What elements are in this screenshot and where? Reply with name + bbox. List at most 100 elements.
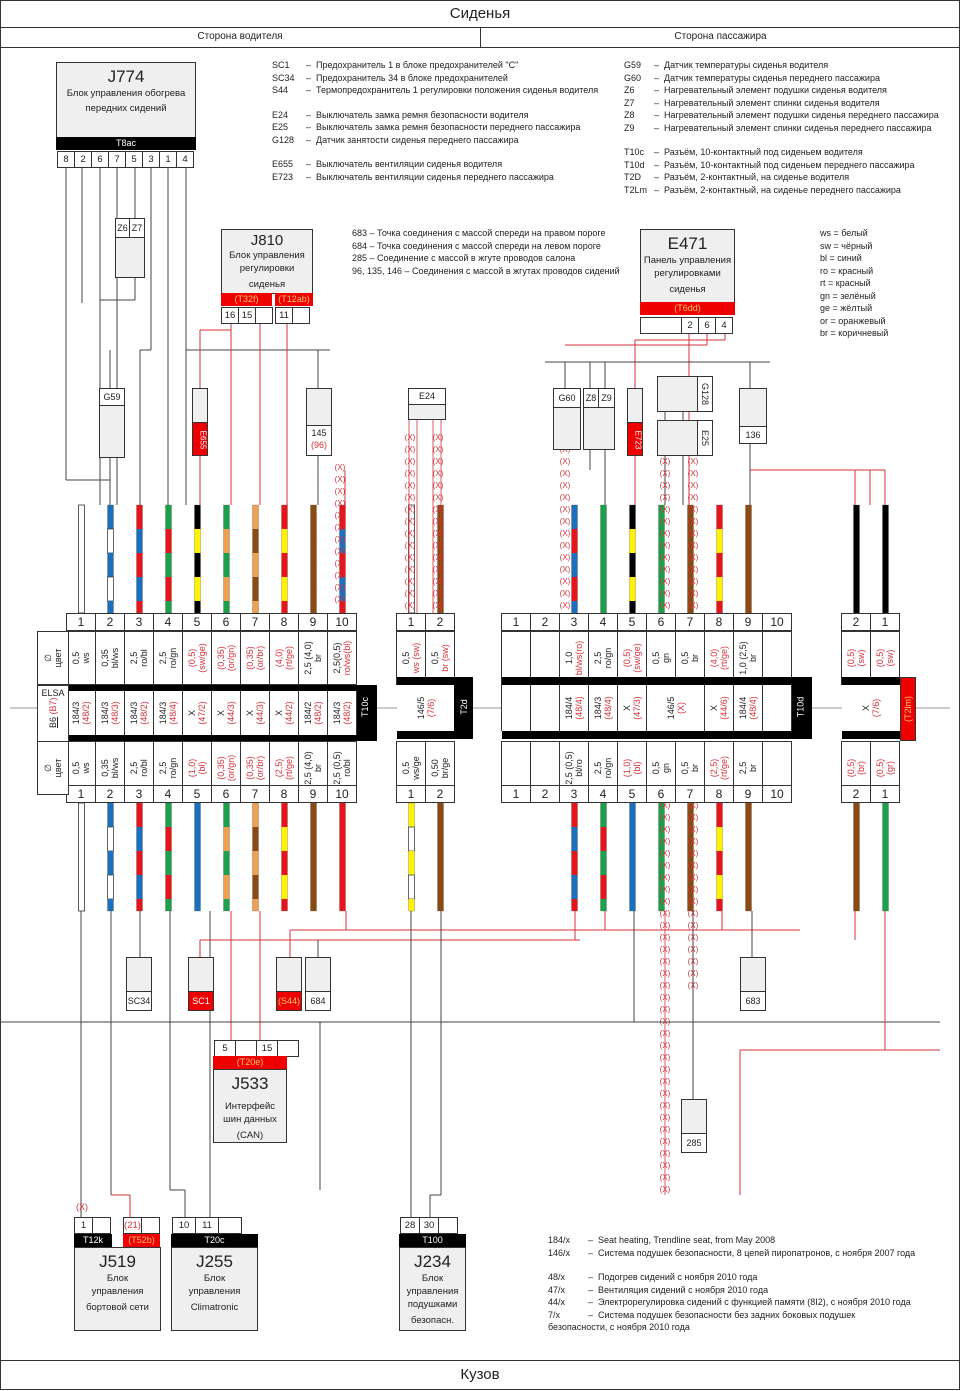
sensor-g59[interactable]: G59 <box>99 388 125 458</box>
legend-entry: 7/x– Система подушек безопасности без за… <box>548 1309 915 1322</box>
wire-spec: (4,0)(rt/ge) <box>704 631 734 685</box>
x-marker: (X) <box>560 505 571 514</box>
wire-segment <box>107 601 114 613</box>
unit-j533[interactable]: J533 Интерфейс шин данных (CAN) <box>213 1069 287 1143</box>
pin <box>92 1217 111 1234</box>
unit-j234[interactable]: J234 Блок управления подушками безопасн. <box>399 1247 466 1331</box>
unit-desc: Блок <box>203 1273 226 1284</box>
unit-desc: сиденья <box>669 284 706 295</box>
pin-number: 2 <box>530 785 560 803</box>
x-marker: (X) <box>335 559 346 568</box>
x-marker: (X) <box>560 577 571 586</box>
legend-entry: ws = белый <box>820 228 868 238</box>
x-marker: (X) <box>660 885 671 894</box>
x-marker: (X) <box>688 565 699 574</box>
wire-segment <box>437 875 444 899</box>
pin: 2 <box>74 151 92 168</box>
pin-number: 9 <box>733 785 763 803</box>
sensor-g128[interactable]: G128 <box>657 376 713 412</box>
wire-segment <box>107 528 114 554</box>
heater-z6-z7[interactable]: Z6 Z7 <box>115 218 145 278</box>
legend-entry: Z7– Нагревательный элемент спинки сидень… <box>624 97 939 110</box>
x-marker: (X) <box>405 541 416 550</box>
pin-number: 1 <box>870 785 900 803</box>
wire-segment <box>223 803 230 827</box>
legend-text: – Предохранитель 34 в блоке предохраните… <box>306 72 508 83</box>
wire-segment <box>658 803 665 827</box>
wire-segment <box>339 827 346 851</box>
t10c-label: T10c <box>360 696 371 718</box>
legend-entry: sw = чёрный <box>820 240 873 251</box>
component-label: 145 <box>311 428 327 438</box>
unit-j255[interactable]: J255 Блок управления Climatronic <box>171 1247 258 1331</box>
pin: 11 <box>275 307 293 324</box>
unit-e471[interactable]: E471 Панель управления регулировками сид… <box>640 229 735 315</box>
switch-e655[interactable]: E655 <box>192 388 208 456</box>
legend-text: – Разъём, 2-контактный, на сиденье перед… <box>654 184 901 195</box>
x-marker: (X) <box>433 481 444 490</box>
legend-text: – Датчик температуры сиденья переднего п… <box>654 72 880 83</box>
x-marker: (X) <box>688 825 699 834</box>
legend-text: – Нагревательный элемент спинки сиденья … <box>654 122 932 133</box>
pin <box>255 307 273 324</box>
wire-segment <box>194 553 201 577</box>
legend-entry: G59– Датчик температуры сиденья водителя <box>624 59 939 72</box>
pin-number: 5 <box>617 613 647 631</box>
wire-segment <box>882 827 889 851</box>
x-marker: (X) <box>560 601 571 610</box>
wire-segment <box>658 529 665 553</box>
wire-segment <box>339 803 346 827</box>
pin: 15 <box>238 307 256 324</box>
wire-segment <box>716 851 723 875</box>
switch-e25[interactable]: E25 <box>657 420 713 456</box>
wire-segment <box>223 505 230 529</box>
wire-segment <box>687 803 694 827</box>
x-marker: (X) <box>433 565 444 574</box>
unit-j519[interactable]: J519 Блок управления бортовой сети <box>74 1247 161 1331</box>
x-marker: (X) <box>560 589 571 598</box>
legend-text: – Разъём, 10-контактный под сиденьем вод… <box>654 147 863 157</box>
switch-e723[interactable]: E723 <box>627 388 643 456</box>
switch-e24[interactable]: E24 <box>408 388 446 420</box>
pin-number: 6 <box>211 613 241 631</box>
legend-entry: Z9– Нагревательный элемент спинки сидень… <box>624 122 939 135</box>
version-code: X(44/6) <box>704 685 734 731</box>
wire-segment <box>107 505 114 529</box>
unit-code: J255 <box>196 1252 233 1271</box>
x-marker: (X) <box>660 505 671 514</box>
legend-entry: 48/x– Подогрев сидений с ноября 2010 год… <box>548 1271 915 1284</box>
unit-j774[interactable]: J774 Блок управления обогрева передних с… <box>56 62 196 150</box>
wire-segment <box>853 553 860 577</box>
pin: 3 <box>142 151 160 168</box>
wire-segment <box>687 553 694 577</box>
unit-j810[interactable]: J810 Блок управления регулировки сиденья <box>221 229 313 294</box>
wire-segment <box>716 505 723 529</box>
x-marker: (X) <box>560 565 571 574</box>
wire-segment <box>165 553 172 577</box>
wire-segment <box>310 875 317 899</box>
legend-text: – Разъём, 2-контактный, на сиденье водит… <box>654 172 850 182</box>
wire-segment <box>853 601 860 613</box>
wire-segment <box>882 505 889 529</box>
version-code: 184/3(48/4) <box>153 691 183 735</box>
sensor-g60[interactable]: G60 <box>553 388 581 450</box>
wire-spec: 2,5(0,5)ro/ws(bl) <box>327 631 357 685</box>
wire-segment <box>658 601 665 613</box>
fuse-s44: (S44) <box>276 957 302 1011</box>
pin: 30 <box>419 1217 439 1234</box>
legend-entry: 184/x– Seat heating, Trendline seat, fro… <box>548 1234 915 1247</box>
wire-segment <box>745 827 752 851</box>
heater-z8-z9[interactable]: Z8 Z9 <box>583 388 615 450</box>
x-marker: (X) <box>433 553 444 562</box>
legend-entry: E25– Выключатель замка ремня безопасност… <box>272 121 598 134</box>
pin-number: 7 <box>240 613 270 631</box>
wire-spec <box>530 631 560 685</box>
wire-segment <box>252 601 259 613</box>
x-marker: (X) <box>660 813 671 822</box>
x-marker: (X) <box>660 601 671 610</box>
wire-segment <box>165 529 172 553</box>
wire-lower <box>600 802 607 912</box>
wire-segment <box>107 874 114 900</box>
